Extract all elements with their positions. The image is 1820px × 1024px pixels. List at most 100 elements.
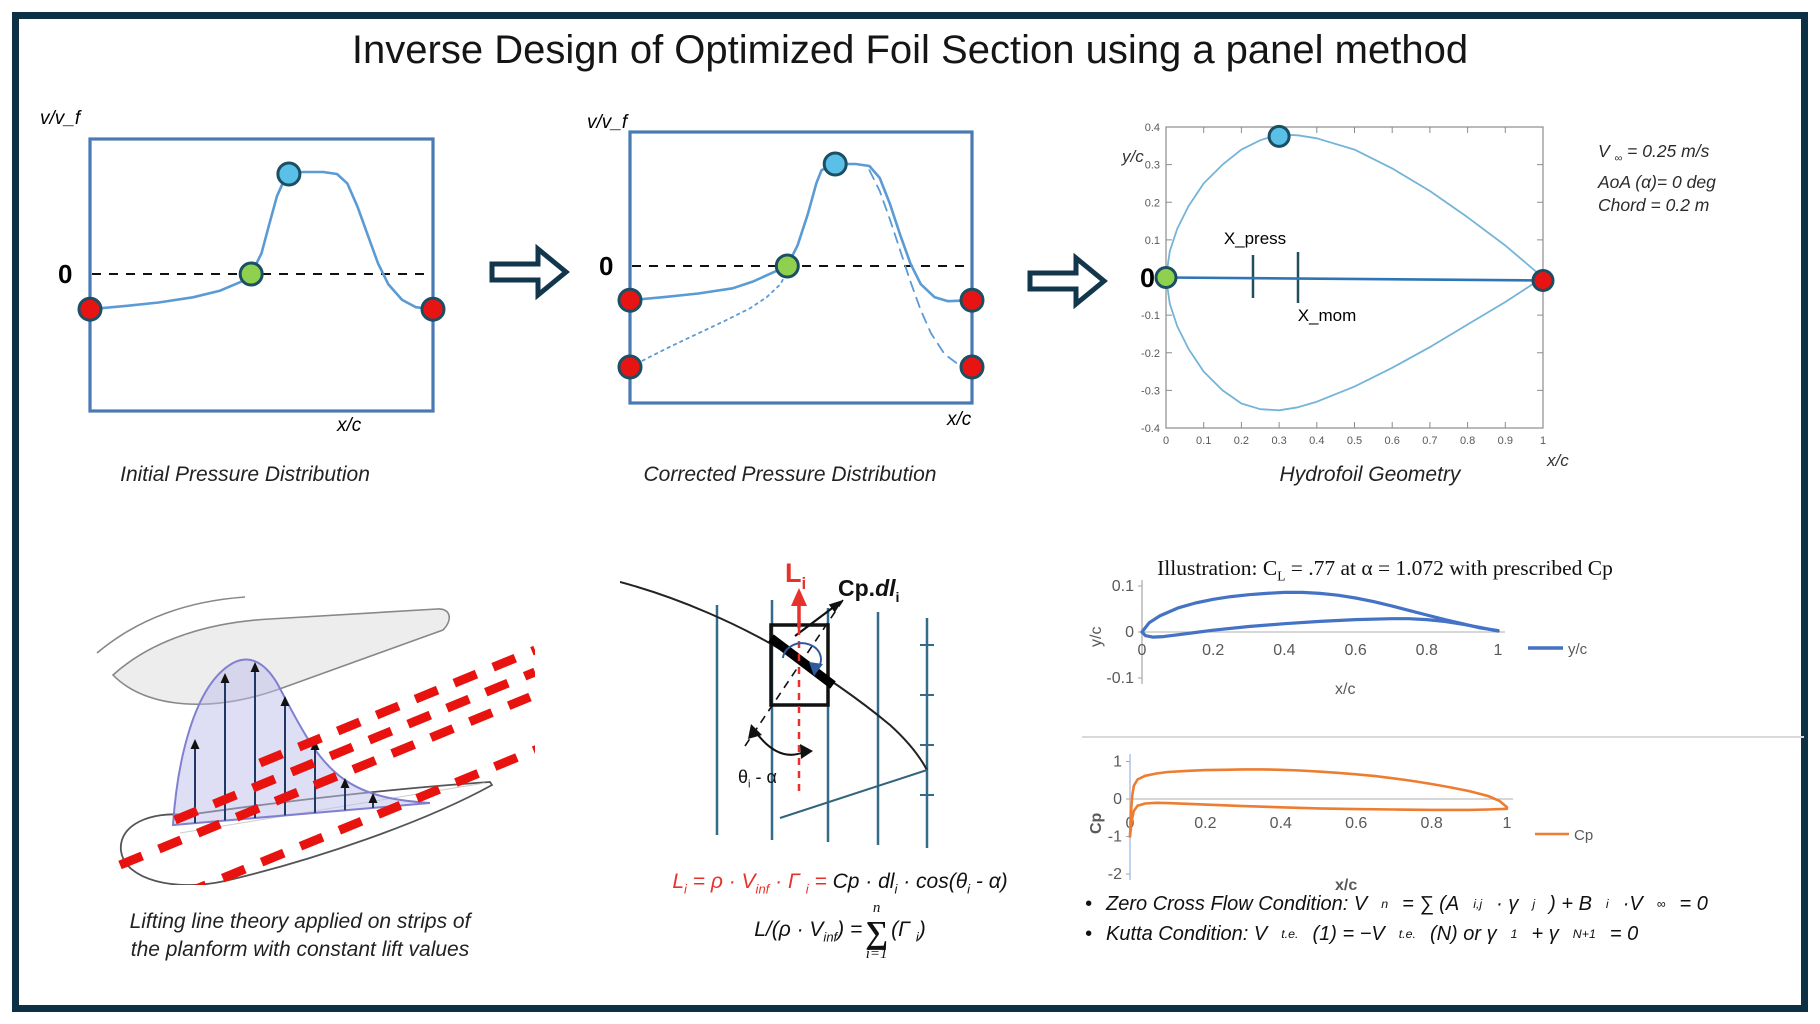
- svg-text:0.1: 0.1: [1145, 235, 1160, 247]
- svg-text:1: 1: [1503, 815, 1512, 832]
- chart-divider: [1082, 736, 1804, 738]
- svg-text:0.8: 0.8: [1460, 435, 1475, 447]
- y-axis-label: Cp: [1088, 812, 1105, 834]
- summation-symbol: n ∑ i=1: [865, 900, 889, 962]
- wing-edge: [96, 596, 246, 654]
- y-axis-label: v/v_f: [40, 108, 82, 129]
- x-press-label: X_press: [1224, 229, 1286, 248]
- sigma-icon: ∑: [865, 913, 889, 950]
- initial-pressure-plot: v/v_f 0 x/c: [40, 108, 446, 436]
- angle-arc: [754, 730, 805, 756]
- hydrofoil-geometry-plot: y/c 0 x/c X_press X_mom 0.40.30.20.1-0.1…: [1121, 122, 1569, 470]
- svg-text:1: 1: [1540, 435, 1546, 447]
- panel-diagram: Li Cp.dli θi - α: [619, 550, 1040, 865]
- svg-text:0.6: 0.6: [1345, 815, 1367, 832]
- svg-text:0.5: 0.5: [1347, 435, 1362, 447]
- svg-text:0.4: 0.4: [1273, 642, 1295, 659]
- sum-lower-limit: i=1: [865, 945, 888, 962]
- svg-text:0.2: 0.2: [1194, 815, 1216, 832]
- x-axis-label: x/c: [336, 415, 362, 436]
- svg-text:-1: -1: [1108, 829, 1122, 846]
- x-axis-label: x/c: [946, 409, 972, 430]
- x-axis-label: x/c: [1335, 877, 1357, 894]
- x-mom-label: X_mom: [1298, 306, 1357, 325]
- svg-text:0: 0: [1125, 624, 1134, 641]
- flow-arrow-icon: [489, 243, 570, 301]
- svg-text:0.1: 0.1: [1112, 578, 1134, 595]
- svg-text:-0.2: -0.2: [1141, 348, 1160, 360]
- circulation-arrow: [782, 642, 822, 670]
- svg-text:0.2: 0.2: [1234, 435, 1249, 447]
- svg-text:-0.1: -0.1: [1141, 310, 1160, 322]
- cp-force-arrow: [794, 602, 840, 637]
- eq2-right: (Γ i): [891, 918, 926, 945]
- li-label: Li: [785, 558, 807, 594]
- theta-alpha-label: θi - α: [738, 767, 777, 791]
- svg-text:-2: -2: [1108, 866, 1122, 883]
- strip-dashed-lines: [118, 645, 535, 885]
- lift-arrowhead: [791, 588, 807, 606]
- svg-text:0.4: 0.4: [1145, 122, 1160, 134]
- x-axis-label: x/c: [1546, 451, 1569, 470]
- svg-text:0.1: 0.1: [1196, 435, 1211, 447]
- svg-text:0.9: 0.9: [1498, 435, 1513, 447]
- svg-text:0.4: 0.4: [1270, 815, 1292, 832]
- svg-text:-0.3: -0.3: [1141, 385, 1160, 397]
- arrow-shape: [489, 243, 570, 301]
- page-title: Inverse Design of Optimized Foil Section…: [351, 28, 1469, 72]
- illustration-chart-title: Illustration: CL = .77 at α = 1.072 with…: [1157, 556, 1613, 584]
- caption-hydrofoil: Hydrofoil Geometry: [1279, 463, 1461, 486]
- caption-line: the planform with constant lift values: [130, 938, 470, 961]
- svg-text:0.6: 0.6: [1344, 642, 1366, 659]
- x-axis-label: x/c: [1335, 681, 1355, 698]
- svg-text:0.8: 0.8: [1420, 815, 1442, 832]
- plot-box: [628, 130, 974, 405]
- caption-initial: Initial Pressure Distribution: [120, 463, 370, 486]
- angle-arc-head-right: [800, 744, 813, 759]
- eq2-left: L/(ρ · Vinf) =: [754, 918, 863, 945]
- svg-text:0.2: 0.2: [1202, 642, 1224, 659]
- annotation-line: Chord = 0.2 m: [1598, 194, 1710, 215]
- corrected-pressure-plot: v/v_f 0 x/c: [587, 112, 985, 430]
- svg-text:1: 1: [1113, 754, 1122, 771]
- sum-upper-limit: n: [872, 900, 881, 916]
- caption-corrected: Corrected Pressure Distribution: [643, 463, 937, 486]
- cp-force-arrowhead: [828, 600, 843, 613]
- svg-text:0.3: 0.3: [1271, 435, 1286, 447]
- cp-dl-label: Cp.dli: [838, 575, 900, 606]
- y-axis-label: y/c: [1088, 627, 1105, 647]
- legend-label: y/c: [1568, 641, 1588, 658]
- caption-lifting-line: Lifting line theory applied on strips of…: [40, 908, 560, 964]
- svg-text:0.7: 0.7: [1422, 435, 1437, 447]
- circulation-arrowhead: [809, 662, 823, 676]
- svg-text:0.2: 0.2: [1145, 197, 1160, 209]
- svg-text:-0.1: -0.1: [1106, 670, 1134, 687]
- flow-conditions: V ∞ = 0.25 m/s AoA (α)= 0 deg Chord = 0.…: [1598, 140, 1808, 217]
- adjacent-strip-curve: [779, 769, 928, 819]
- svg-text:0: 0: [1163, 435, 1169, 447]
- arrow-shape: [1027, 252, 1108, 310]
- zero-label: 0: [1140, 263, 1155, 293]
- svg-text:-0.4: -0.4: [1141, 423, 1160, 435]
- panel-segment: [768, 634, 836, 689]
- svg-text:0.6: 0.6: [1385, 435, 1400, 447]
- caption-line: Lifting line theory applied on strips of: [129, 910, 471, 933]
- svg-text:0: 0: [1138, 642, 1147, 659]
- annotation-line: V ∞ = 0.25 m/s: [1598, 141, 1710, 165]
- svg-text:0.4: 0.4: [1309, 435, 1324, 447]
- lift-equation: Li = ρ · Vinf · Γ i = Cp · dli · cos(θi …: [672, 870, 1008, 897]
- panel-diagram-canvas: [619, 581, 934, 848]
- legend-label: Cp: [1574, 827, 1593, 844]
- angle-arc-head-left: [748, 724, 762, 739]
- svg-text:1: 1: [1494, 642, 1503, 659]
- svg-text:0: 0: [1113, 791, 1122, 808]
- y-axis-label: v/v_f: [587, 112, 629, 133]
- wing-planform: [111, 608, 450, 706]
